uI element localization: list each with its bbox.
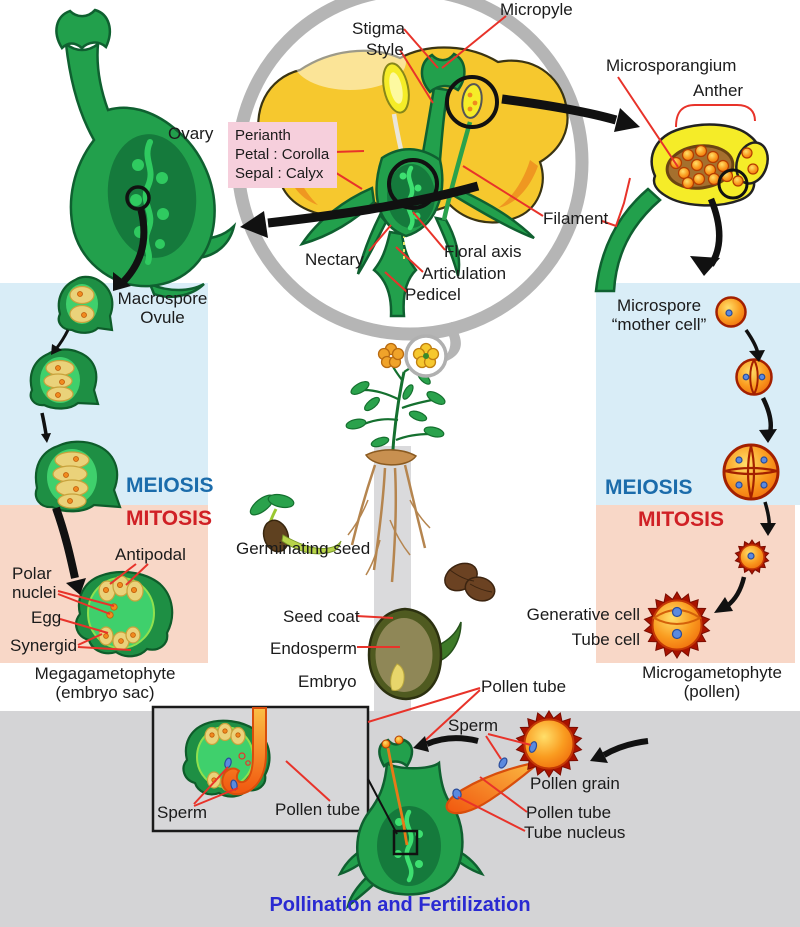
floral-axis-label: Floral axis — [444, 242, 522, 261]
germinating-seed-label: Germinating seed — [236, 539, 371, 558]
polar-nuclei-label: Polar nuclei — [12, 564, 57, 603]
filament-label: Filament — [543, 209, 609, 228]
ovary-label: Ovary — [168, 124, 214, 143]
articulation-label: Articulation — [422, 264, 507, 283]
sepal-calyx-line: Sepal : Calyx — [235, 165, 324, 182]
egg-label: Egg — [31, 608, 62, 627]
pedicel-label: Pedicel — [405, 285, 461, 304]
petal-corolla-line: Petal : Corolla — [235, 146, 330, 163]
anther-zoom-circle — [445, 75, 499, 129]
stigma-label: Stigma — [352, 19, 405, 38]
pollen-grain-stages-art — [643, 539, 770, 659]
embryo-sac-art — [75, 570, 174, 658]
female-mitosis-label: MITOSIS — [126, 507, 212, 530]
synergid-label: Synergid — [10, 636, 78, 655]
diagram-title: Pollination and Fertilization — [269, 894, 531, 916]
macrospore-ovule-label: Macrospore Ovule — [117, 289, 208, 328]
pollen-zoom-circle — [717, 168, 749, 200]
seed-coat-label: Seed coat — [283, 607, 360, 626]
microgametophyte-label: Microgametophyte (pollen) — [642, 663, 782, 702]
megagametophyte-label: Megagametophyte (embryo sac) — [34, 664, 176, 703]
tube-cell-label: Tube cell — [571, 630, 640, 649]
sperm-label: Sperm — [448, 716, 499, 735]
inset-sperm-label: Sperm — [157, 803, 208, 822]
female-meiosis-label: MEIOSIS — [126, 474, 214, 497]
pollinated-pistil-art — [337, 735, 485, 910]
inset-pollen-tube-label: Pollen tube — [275, 800, 361, 819]
tube-nucleus-label: Tube nucleus — [524, 823, 626, 842]
anther-detail-art — [594, 123, 769, 293]
germinating-seed-art — [249, 493, 342, 555]
ovary-zoom-circle — [387, 158, 439, 210]
perianth-line: Perianth — [235, 127, 291, 144]
pollen-tube-center-label: Pollen tube — [481, 677, 567, 696]
generative-cell-label: Generative cell — [526, 605, 640, 624]
perianth-label-box: Perianth Petal : Corolla Sepal : Calyx — [228, 122, 338, 188]
dry-seeds-art — [444, 562, 496, 602]
antipodal-label: Antipodal — [115, 545, 186, 564]
male-meiosis-label: MEIOSIS — [605, 476, 693, 499]
fertilization-inset — [151, 705, 370, 833]
flower-cross-section-art — [257, 34, 569, 318]
seed-art — [367, 607, 462, 701]
male-mitosis-label: MITOSIS — [638, 508, 724, 531]
nectary-label: Nectary — [305, 250, 364, 269]
endosperm-label: Endosperm — [270, 639, 357, 658]
fertilization-zoom-rect — [392, 829, 419, 856]
embryo-label: Embryo — [298, 672, 357, 691]
microsporangium-label: Microsporangium — [606, 56, 737, 75]
pistil-ovary-art — [55, 8, 237, 298]
leader-lines — [57, 15, 756, 832]
ovule-stage2-art — [29, 348, 100, 410]
ovule-stage3-art — [34, 440, 122, 513]
micropyle-label: Micropyle — [500, 0, 573, 19]
ovule-zoom-circle — [125, 185, 151, 211]
flow-arrows — [40, 94, 777, 763]
microspore-mother-cell-label: Microspore “mother cell” — [611, 296, 707, 335]
ovule-stage1-art — [57, 275, 114, 334]
style-label: Style — [366, 40, 404, 59]
whole-plant-art — [345, 334, 448, 583]
anther-label: Anther — [693, 81, 744, 100]
pollen-grain-label: Pollen grain — [530, 774, 620, 793]
microspore-cells-art — [715, 296, 780, 501]
pollen-tube-label: Pollen tube — [526, 803, 612, 822]
